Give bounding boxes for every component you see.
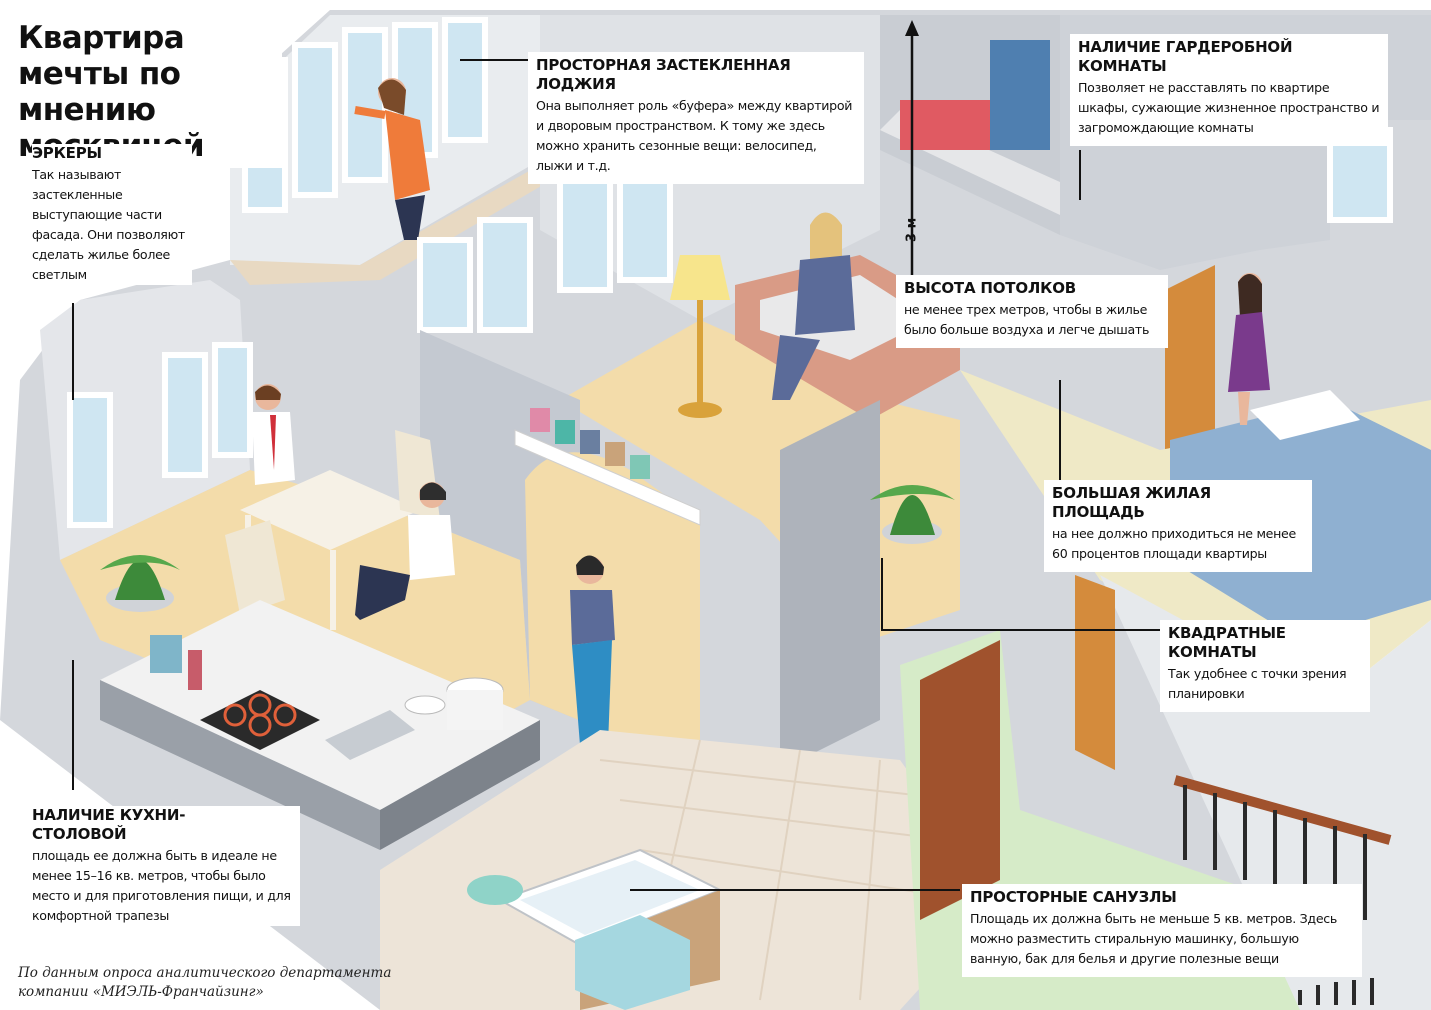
woman-figure-sofa xyxy=(772,212,855,400)
callout-kvadratnye: КВАДРАТНЫЕ КОМНАТЫ Так удобнее с точки з… xyxy=(1160,620,1370,712)
callout-erkery-heading: ЭРКЕРЫ xyxy=(32,144,102,162)
callout-lodzhia-text: Она выполняет роль «буфера» между кварти… xyxy=(536,98,853,173)
height-label: 3 м xyxy=(904,217,920,243)
kitchen-windows xyxy=(67,342,253,528)
floor-lamp xyxy=(670,255,730,418)
loggia-floor xyxy=(230,165,560,285)
loggia-windows xyxy=(242,17,488,213)
callout-kvadratnye-text: Так удобнее с точки зрения планировки xyxy=(1168,666,1347,701)
callout-sanuzly-text: Площадь их должна быть не меньше 5 кв. м… xyxy=(970,911,1338,966)
kitchen-counter xyxy=(100,600,540,850)
callout-kukhnya: НАЛИЧИЕ КУХНИ-СТОЛОВОЙ площадь ее должна… xyxy=(32,806,300,926)
callout-potolki-text: не менее трех метров, чтобы в жилье было… xyxy=(904,302,1150,337)
second-door xyxy=(1075,575,1115,770)
entrance-door xyxy=(920,640,1000,920)
leader-lines xyxy=(72,59,1160,891)
bathroom-floor xyxy=(380,730,1000,1010)
callout-kukhnya-heading: НАЛИЧИЕ КУХНИ-СТОЛОВОЙ xyxy=(32,806,186,843)
callout-potolki-heading: ВЫСОТА ПОТОЛКОВ xyxy=(904,279,1076,297)
callout-sanuzly-heading: ПРОСТОРНЫЕ САНУЗЛЫ xyxy=(970,888,1177,906)
callout-lodzhia-heading: ПРОСТОРНАЯ ЗАСТЕКЛЕННАЯ ЛОДЖИЯ xyxy=(536,56,791,93)
bed-pillow xyxy=(1250,390,1360,440)
height-marker xyxy=(905,20,919,285)
callout-garderob-text: Позволяет не расставлять по квартире шка… xyxy=(1078,80,1380,135)
callout-kukhnya-text: площадь ее должна быть в идеале не менее… xyxy=(32,848,291,923)
woman-figure-kitchen xyxy=(570,555,615,745)
bedroom-door xyxy=(1165,265,1215,450)
callout-sanuzly: ПРОСТОРНЫЕ САНУЗЛЫ Площадь их должна быт… xyxy=(962,884,1362,977)
callout-garderob: НАЛИЧИЕ ГАРДЕРОБНОЙ КОМНАТЫ Позволяет не… xyxy=(1070,34,1388,146)
plant-kitchen xyxy=(100,555,180,612)
callout-garderob-heading: НАЛИЧИЕ ГАРДЕРОБНОЙ КОМНАТЫ xyxy=(1078,38,1293,75)
man-figure-standing xyxy=(252,384,295,485)
laundry-basket xyxy=(467,875,523,905)
woman-figure-bedroom xyxy=(1228,273,1270,425)
woman-figure-loggia xyxy=(354,78,430,240)
callout-lodzhia: ПРОСТОРНАЯ ЗАСТЕКЛЕННАЯ ЛОДЖИЯ Она выпол… xyxy=(528,52,864,184)
callout-erkery-text: Так называют застекленные выступающие ча… xyxy=(32,167,185,282)
callout-ploshchad-text: на нее должно приходиться не менее 60 пр… xyxy=(1052,526,1296,561)
man-figure-seated xyxy=(355,482,455,620)
callout-kvadratnye-heading: КВАДРАТНЫЕ КОМНАТЫ xyxy=(1168,624,1286,661)
plant-living xyxy=(870,485,955,544)
divider-column xyxy=(780,400,880,770)
callout-potolki: ВЫСОТА ПОТОЛКОВ не менее трех метров, чт… xyxy=(896,275,1168,348)
source-note: По данным опроса аналитического департам… xyxy=(18,965,392,1000)
callout-ploshchad: БОЛЬШАЯ ЖИЛАЯ ПЛОЩАДЬ на нее должно прих… xyxy=(1044,480,1312,572)
callout-ploshchad-heading: БОЛЬШАЯ ЖИЛАЯ ПЛОЩАДЬ xyxy=(1052,484,1211,521)
callout-erkery: ЭРКЕРЫ Так называют застекленные выступа… xyxy=(32,144,192,285)
staircase-railing xyxy=(1173,775,1392,1005)
shelf-books xyxy=(514,408,701,526)
bathroom-sink-cabinet xyxy=(575,915,690,1010)
